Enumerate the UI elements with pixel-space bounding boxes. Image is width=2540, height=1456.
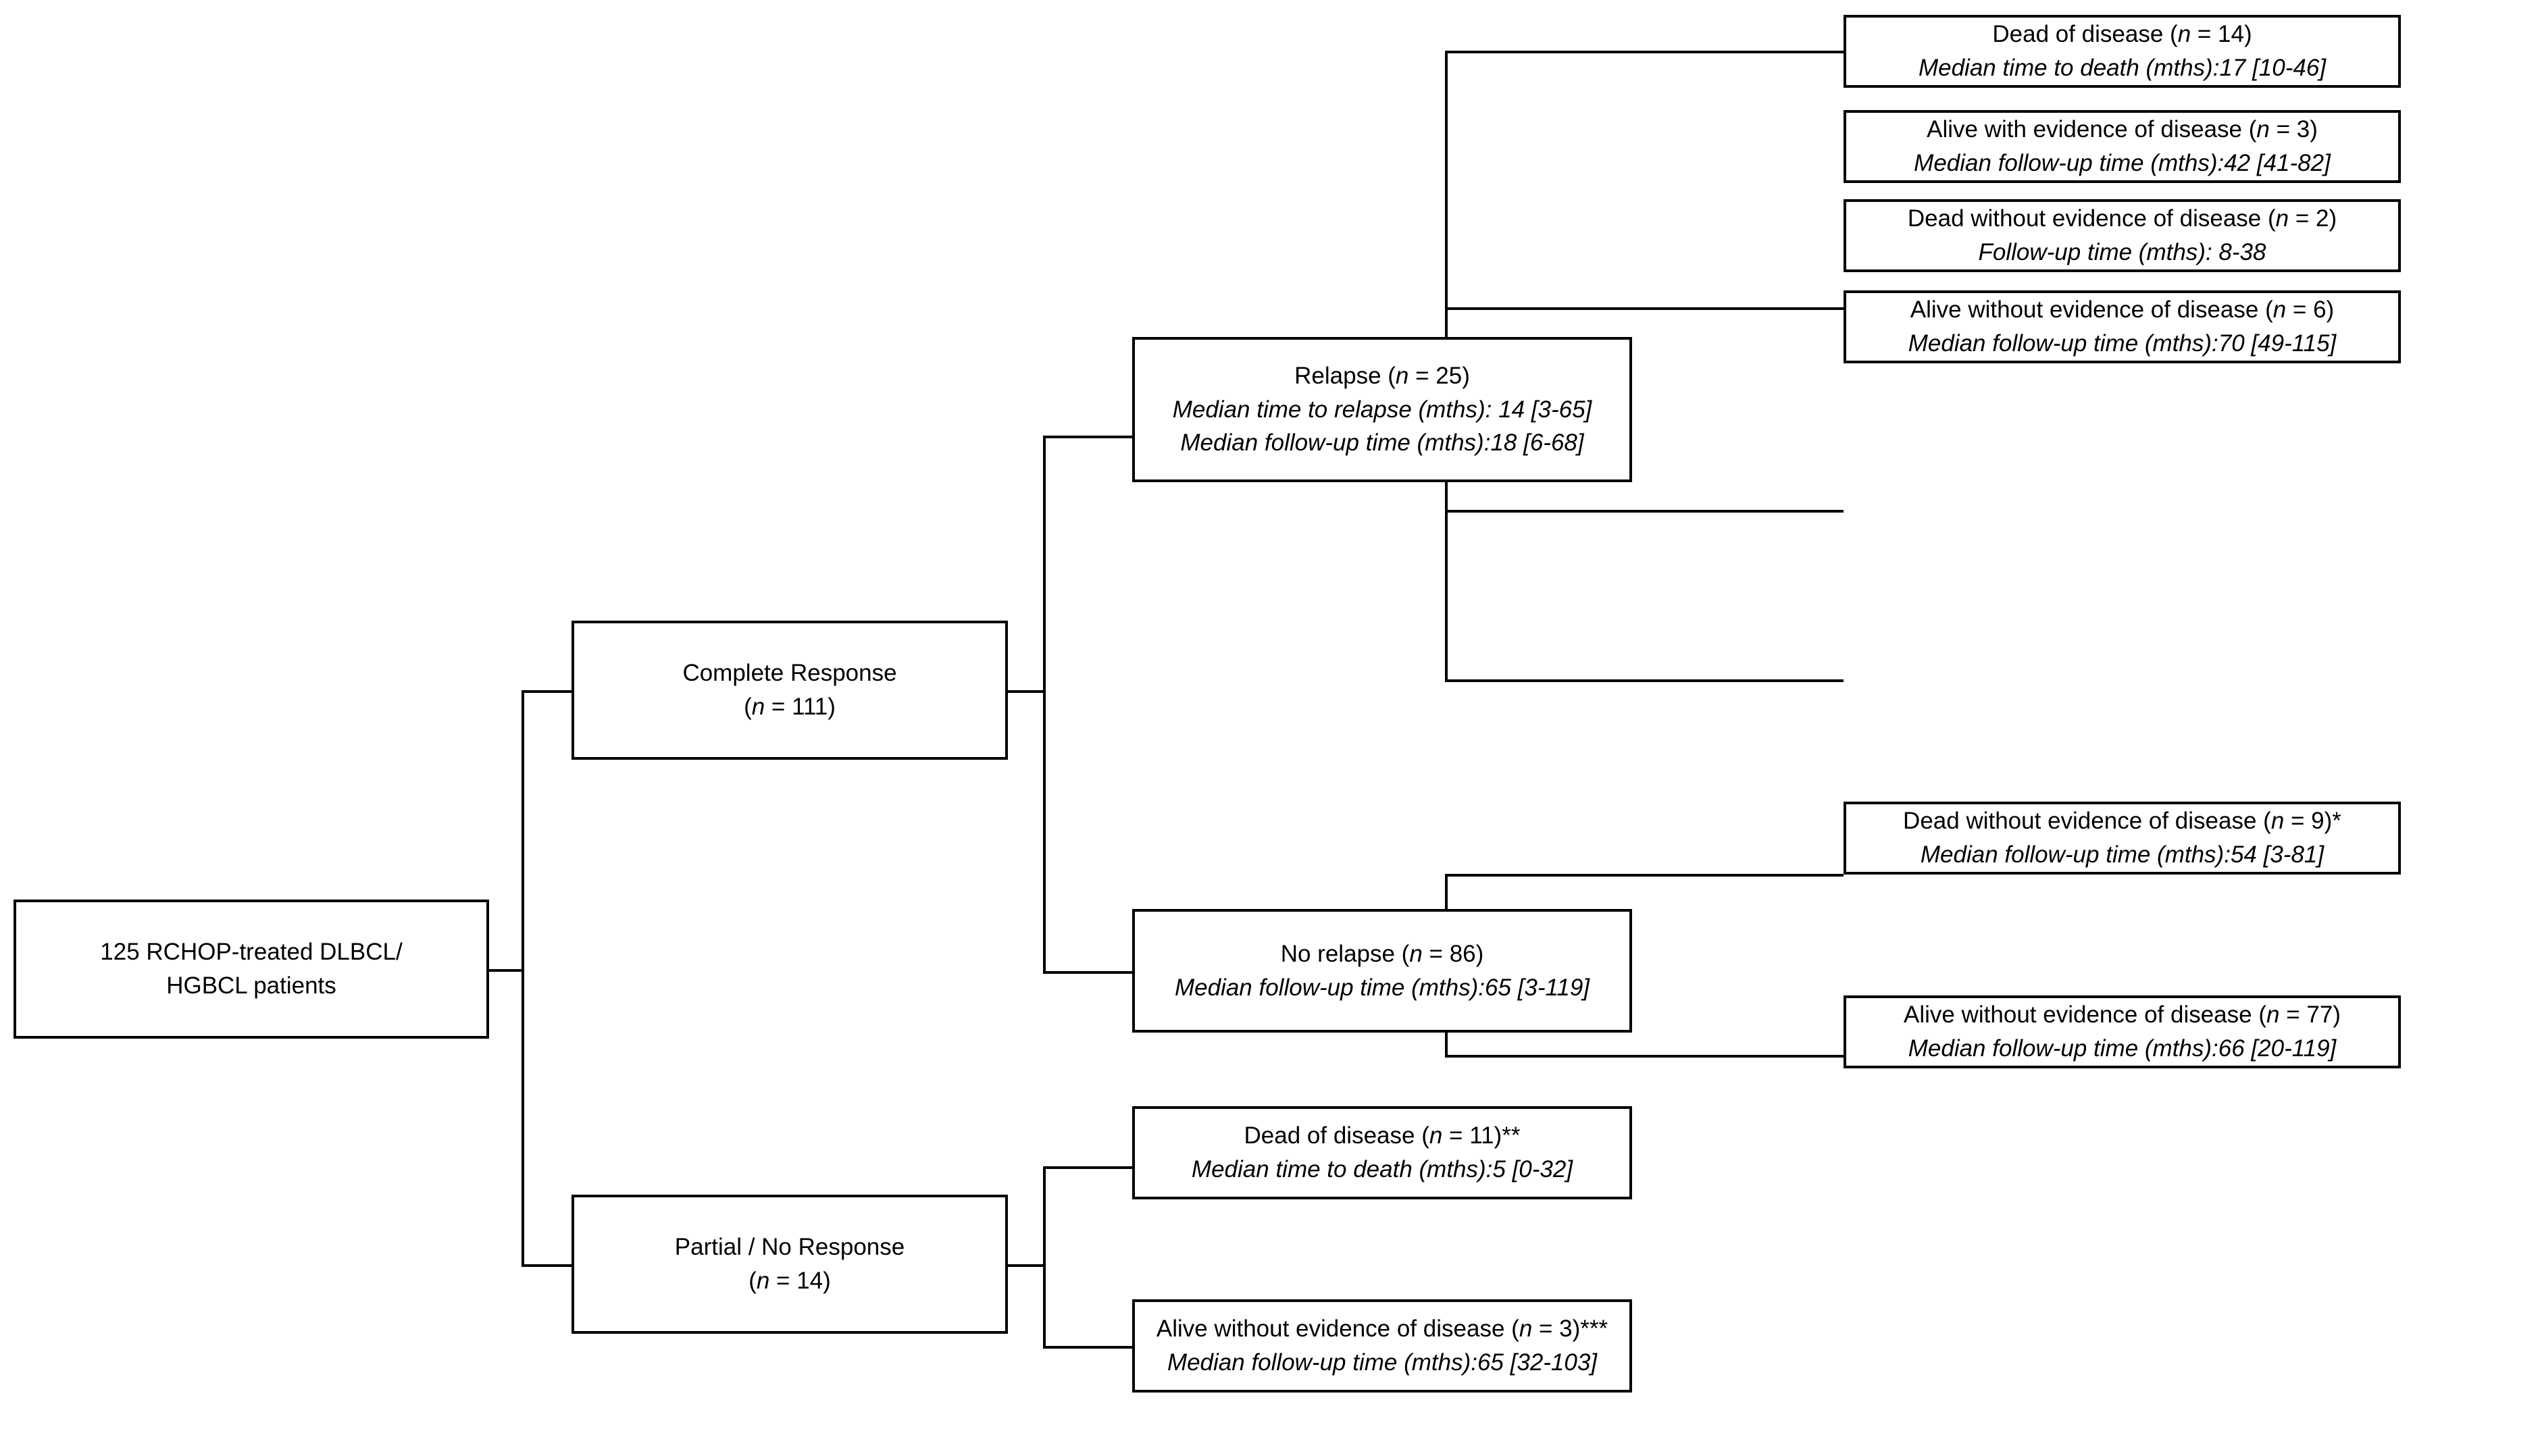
node-relapse-alive-without-evidence-line2: Median follow-up time (mths):70 [49-115] xyxy=(1908,330,2337,357)
node-relapse-alive-without-evidence[interactable]: Alive without evidence of disease (n = 6… xyxy=(1844,290,2401,363)
node-no-relapse-line1: No relapse (n = 86) xyxy=(1280,940,1484,967)
connector-relapse-to-out1 xyxy=(1445,51,1844,53)
node-relapse-dead-without-evidence-line2: Follow-up time (mths): 8-38 xyxy=(1978,239,2266,265)
node-relapse-alive-with-evidence-line1: Alive with evidence of disease (n = 3) xyxy=(1927,116,2318,143)
node-relapse-line1: Relapse (n = 25) xyxy=(1294,362,1470,389)
connector-cr-stub xyxy=(1008,690,1046,693)
node-norelapse-dead-without-evidence-line2: Median follow-up time (mths):54 [3-81] xyxy=(1920,841,2325,868)
node-norelapse-alive-without-evidence-line1: Alive without evidence of disease (n = 7… xyxy=(1904,1002,2341,1029)
node-relapse-dead-without-evidence[interactable]: Dead without evidence of disease (n = 2)… xyxy=(1844,199,2401,272)
node-complete-response-line2: (n = 111) xyxy=(744,694,836,720)
node-complete-response[interactable]: Complete Response (n = 111) xyxy=(572,621,1008,760)
node-pnr-dead-of-disease-line1: Dead of disease (n = 11)** xyxy=(1244,1122,1521,1149)
connector-relapse-to-out4 xyxy=(1445,679,1844,682)
node-relapse-dead-without-evidence-line1: Dead without evidence of disease (n = 2) xyxy=(1907,205,2337,232)
node-norelapse-dead-without-evidence-line1: Dead without evidence of disease (n = 9)… xyxy=(1903,808,2341,835)
connector-root-to-pnr xyxy=(522,1264,572,1267)
node-relapse-alive-with-evidence[interactable]: Alive with evidence of disease (n = 3) M… xyxy=(1844,110,2401,183)
connector-norelapse-to-out2 xyxy=(1445,1055,1844,1058)
node-norelapse-alive-without-evidence[interactable]: Alive without evidence of disease (n = 7… xyxy=(1844,995,2401,1068)
connector-relapse-to-out2 xyxy=(1445,307,1844,310)
node-norelapse-dead-without-evidence[interactable]: Dead without evidence of disease (n = 9)… xyxy=(1844,802,2401,875)
node-relapse-dead-of-disease-line1: Dead of disease (n = 14) xyxy=(1992,21,2252,48)
node-norelapse-alive-without-evidence-line2: Median follow-up time (mths):66 [20-119] xyxy=(1908,1035,2337,1062)
node-root[interactable]: 125 RCHOP-treated DLBCL/ HGBCL patients xyxy=(14,900,489,1039)
node-partial-no-response-line2: (n = 14) xyxy=(748,1268,831,1294)
node-relapse[interactable]: Relapse (n = 25) Median time to relapse … xyxy=(1132,337,1632,482)
connector-pnr-bracket xyxy=(1043,1166,1046,1349)
node-pnr-dead-of-disease-line2: Median time to death (mths):5 [0-32] xyxy=(1191,1156,1573,1182)
connector-root-to-cr xyxy=(522,690,572,693)
node-pnr-alive-without-evidence-line1: Alive without evidence of disease (n = 3… xyxy=(1156,1316,1608,1343)
node-partial-no-response[interactable]: Partial / No Response (n = 14) xyxy=(572,1195,1008,1334)
node-pnr-dead-of-disease[interactable]: Dead of disease (n = 11)** Median time t… xyxy=(1132,1106,1632,1199)
connector-pnr-stub xyxy=(1008,1264,1046,1267)
node-relapse-dead-of-disease-line2: Median time to death (mths):17 [10-46] xyxy=(1918,55,2327,81)
node-root-line2: HGBCL patients xyxy=(166,972,336,999)
node-pnr-alive-without-evidence[interactable]: Alive without evidence of disease (n = 3… xyxy=(1132,1299,1632,1393)
node-relapse-alive-without-evidence-line1: Alive without evidence of disease (n = 6… xyxy=(1910,296,2335,323)
node-complete-response-line1: Complete Response xyxy=(682,660,897,687)
node-root-line1: 125 RCHOP-treated DLBCL/ xyxy=(100,939,403,966)
connector-norelapse-to-out1 xyxy=(1445,874,1844,877)
node-relapse-dead-of-disease[interactable]: Dead of disease (n = 14) Median time to … xyxy=(1844,15,2401,88)
node-no-relapse-line2: Median follow-up time (mths):65 [3-119] xyxy=(1174,974,1590,1001)
node-pnr-alive-without-evidence-line2: Median follow-up time (mths):65 [32-103] xyxy=(1167,1349,1598,1376)
node-relapse-line3: Median follow-up time (mths):18 [6-68] xyxy=(1180,430,1584,457)
connector-cr-to-relapse xyxy=(1043,436,1132,438)
connector-cr-to-norelapse xyxy=(1043,971,1132,974)
connector-root-stub xyxy=(489,969,524,972)
node-relapse-line2: Median time to relapse (mths): 14 [3-65] xyxy=(1172,396,1592,423)
connector-root-bracket xyxy=(522,690,524,1267)
connector-pnr-to-out2 xyxy=(1043,1346,1132,1349)
connector-pnr-to-out1 xyxy=(1043,1166,1132,1169)
connector-cr-bracket xyxy=(1043,436,1046,974)
node-partial-no-response-line1: Partial / No Response xyxy=(674,1234,905,1261)
node-no-relapse[interactable]: No relapse (n = 86) Median follow-up tim… xyxy=(1132,909,1632,1033)
connector-relapse-to-out3 xyxy=(1445,510,1844,513)
node-relapse-alive-with-evidence-line2: Median follow-up time (mths):42 [41-82] xyxy=(1914,150,2331,176)
